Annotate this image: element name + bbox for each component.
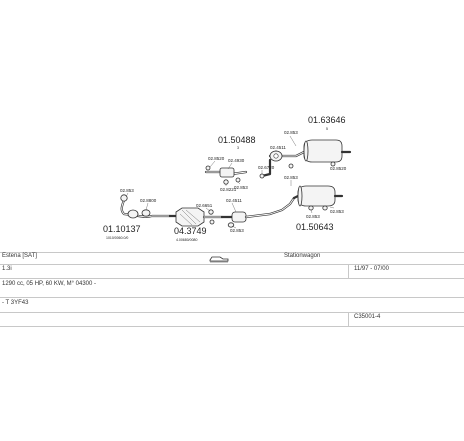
code-label: 02.4511: [270, 145, 286, 150]
table-rule: [0, 252, 464, 253]
sub-label-rear-silencer-upper: 3: [237, 146, 239, 150]
vehicle-model: Estena [SAT]: [2, 253, 37, 259]
code-label: 02.4930: [228, 158, 245, 163]
rear-silencer-right: [259, 139, 352, 179]
sub-label-front-pipe: 1010/0060.0/0: [106, 236, 128, 240]
part-number-rear-silencer-upper: 01.50488: [218, 135, 256, 145]
front-pipe: [120, 194, 172, 219]
table-rule: [0, 278, 464, 279]
car-icon: [209, 256, 229, 263]
part-number-front-pipe: 01.10137: [103, 224, 141, 234]
sub-label-rear-silencer-right: 5: [326, 127, 328, 131]
table-rule: [0, 264, 464, 265]
rear-pipe-upper: [204, 165, 248, 185]
column-divider: [348, 264, 349, 278]
production-date: 11/97 - 07/00: [354, 266, 389, 272]
code-label: 02.853: [306, 214, 320, 219]
sub-label-catalyst: 4.00680/0080: [176, 238, 197, 242]
code-label: 02.853: [284, 130, 298, 135]
table-rule: [0, 326, 464, 327]
diagram-code: C35001-4: [354, 314, 381, 320]
reference: - T 3YF43: [2, 300, 29, 306]
part-number-catalyst: 04.3749: [174, 226, 207, 236]
engine-specs: 1290 cc, 05 HP, 60 KW, M° 04300 -: [2, 281, 97, 287]
middle-silencer: [292, 185, 344, 211]
table-rule: [0, 297, 464, 298]
code-label: 02.6651: [196, 203, 213, 208]
code-label: 02.853: [330, 209, 344, 214]
column-divider: [348, 312, 349, 326]
part-number-middle-silencer: 01.50643: [296, 222, 334, 232]
code-label: 02.853: [230, 228, 244, 233]
code-label: 02.853: [234, 185, 248, 190]
catalyst: [168, 207, 224, 227]
code-label: 02.8520: [330, 166, 347, 171]
code-label: 02.4511: [226, 198, 242, 203]
code-label: 02.853: [284, 175, 298, 180]
exhaust-system-diagram: 01.10137 1010/0060.0/0 04.3749 4.00680/0…: [103, 115, 352, 242]
code-label: 02.853: [120, 188, 134, 193]
engine-type: 1.3i: [2, 266, 12, 272]
code-label: 02.6720: [258, 165, 275, 170]
part-number-rear-silencer-right: 01.63646: [308, 115, 346, 125]
code-label: 02.8800: [140, 198, 157, 203]
code-label: 02.8520: [208, 156, 225, 161]
code-label: 02.8221: [220, 187, 237, 192]
body-type: Stationwagon: [284, 253, 321, 259]
table-rule: [0, 312, 464, 313]
